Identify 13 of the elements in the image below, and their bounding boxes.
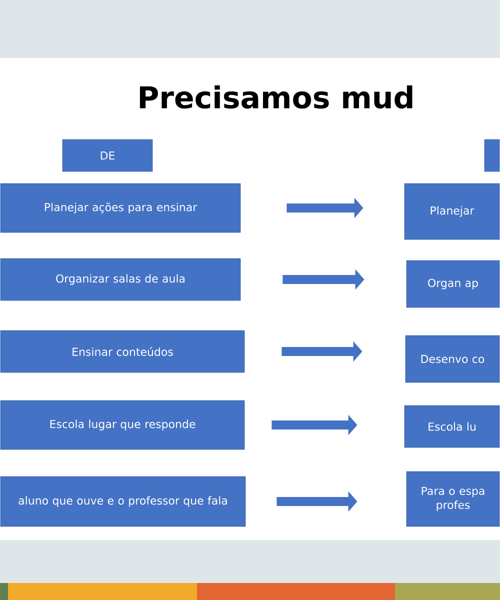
header-box: DE (62, 139, 153, 172)
process-box: aluno que ouve e o professor que fala (0, 476, 246, 527)
title: Precisamos mud (140, 85, 412, 109)
process-box: Para o espa profes (406, 471, 500, 527)
process-box: Organizar salas de aula (0, 258, 241, 301)
process-box: Ensinar conteúdos (0, 330, 245, 373)
process-box: Escola lugar que responde (0, 400, 245, 450)
process-box: Planejar ações para ensinar (0, 183, 241, 233)
header-box (484, 139, 500, 172)
process-box: Planejar (404, 183, 500, 240)
process-box: Desenvo co (405, 335, 500, 383)
process-box: Escola lu (404, 405, 500, 448)
process-box: Organ ap (406, 260, 500, 308)
